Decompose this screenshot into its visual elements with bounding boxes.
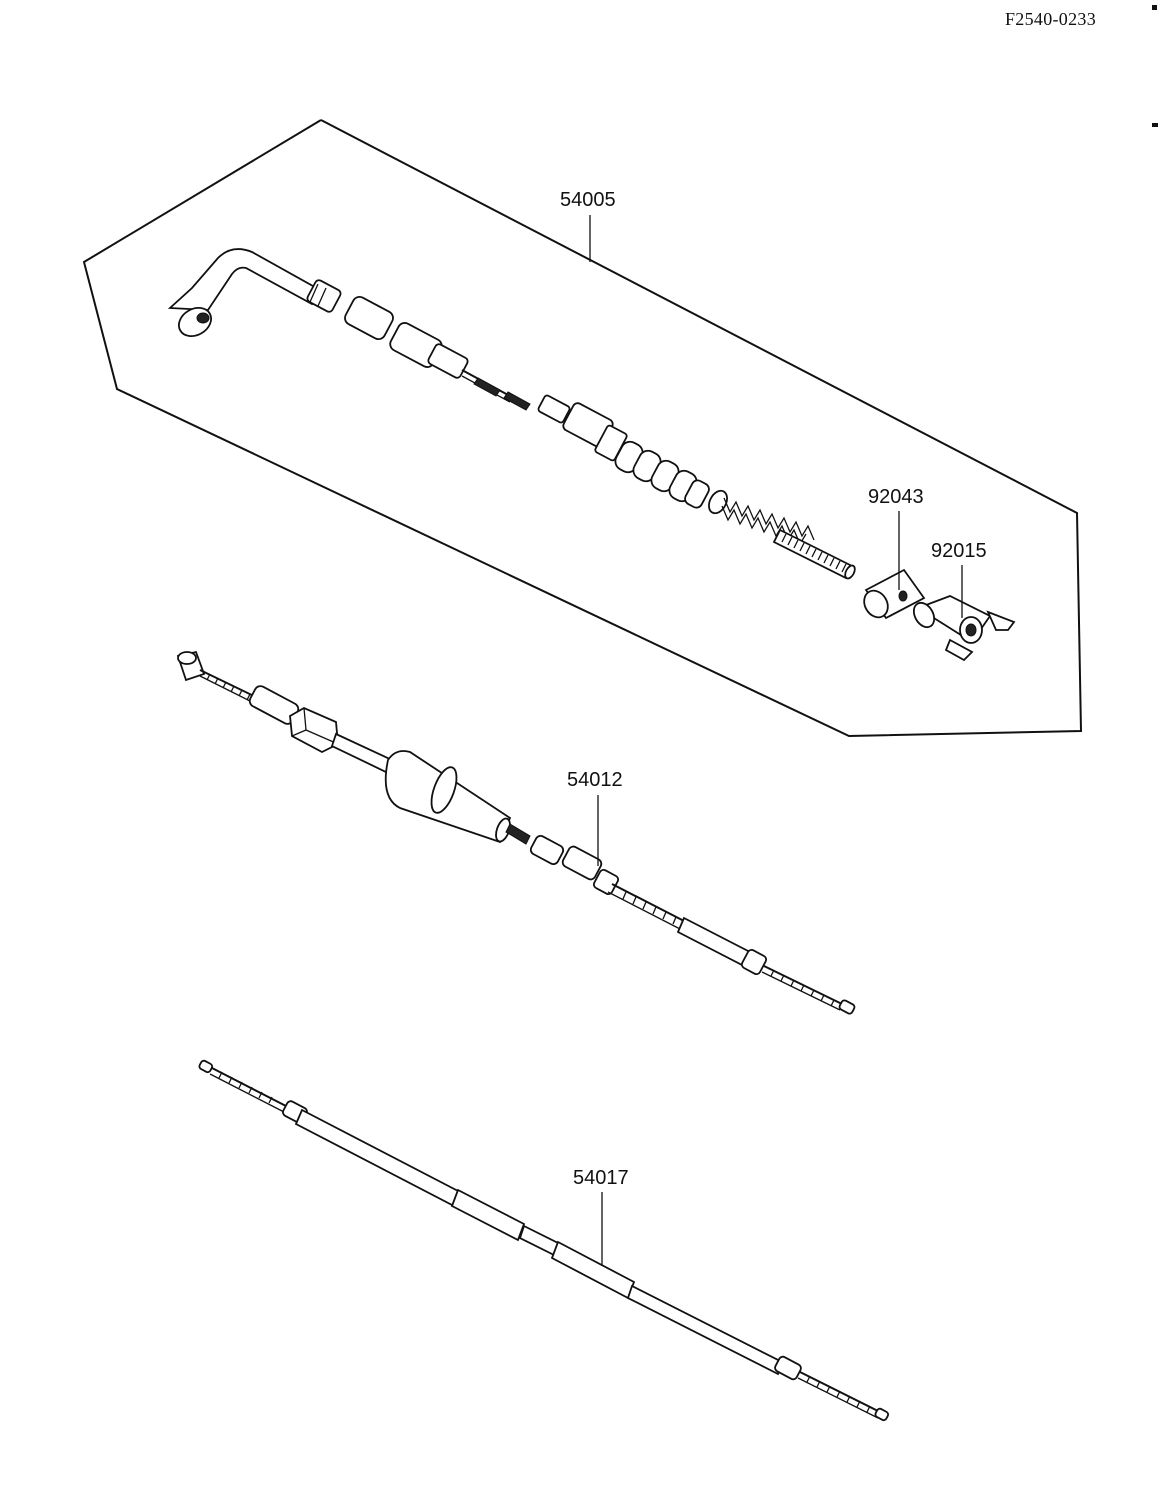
- document-code: F2540-0233: [1005, 9, 1097, 29]
- cable-54012: [176, 650, 856, 1015]
- callout-54012: 54012: [567, 769, 623, 791]
- callout-54017: 54017: [573, 1167, 629, 1189]
- callout-92043: 92043: [868, 486, 924, 508]
- callout-54005: 54005: [560, 189, 616, 211]
- part-92043: [863, 568, 926, 620]
- part-92015: [912, 595, 1016, 662]
- callout-92015: 92015: [931, 540, 987, 562]
- assembly-boundary: [82, 119, 1083, 738]
- cable-54005: [167, 248, 856, 580]
- cable-54017: [198, 1059, 890, 1422]
- spring: [721, 497, 815, 546]
